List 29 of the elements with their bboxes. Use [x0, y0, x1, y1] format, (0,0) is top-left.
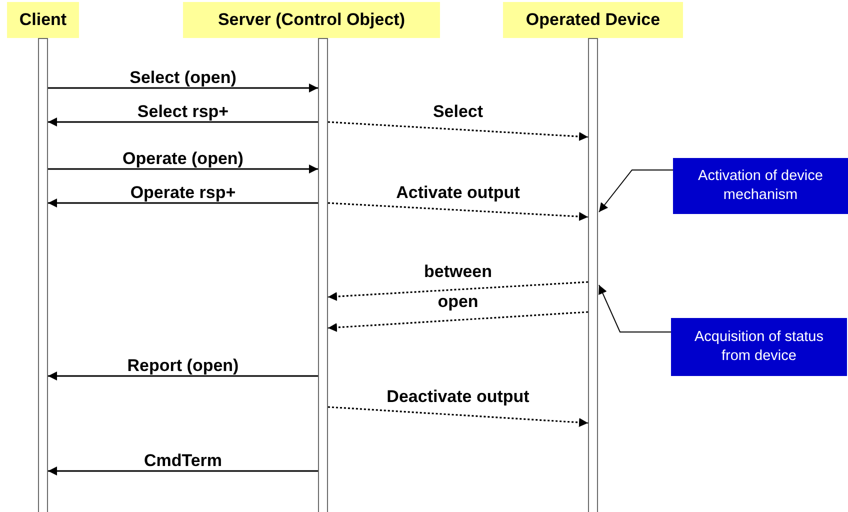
edge-label: Operate rsp+	[128, 184, 238, 201]
message-arrow	[328, 202, 588, 221]
message-arrow	[48, 466, 318, 476]
message-arrow	[48, 198, 318, 208]
message-arrow	[328, 311, 588, 332]
message-arrow	[48, 84, 318, 92]
lifeline-header: Operated Device	[503, 2, 683, 38]
lifeline-header: Server (Control Object)	[183, 2, 440, 38]
edge-label: Operate (open)	[120, 150, 246, 167]
leader-line	[598, 284, 672, 332]
lifeline-bar	[38, 38, 48, 512]
edge-label: Activate output	[394, 184, 522, 201]
edge-label: Report (open)	[125, 357, 241, 374]
callout-box: Activation of device mechanism	[673, 158, 848, 214]
lifeline-bar	[318, 38, 328, 512]
message-arrow	[328, 281, 588, 301]
edge-label: Select	[430, 103, 486, 120]
message-arrow	[328, 406, 588, 427]
message-arrow	[48, 372, 318, 380]
leader-line	[598, 170, 674, 212]
lifeline-bar	[588, 38, 598, 512]
message-arrow	[48, 164, 318, 174]
message-arrow	[328, 121, 588, 141]
edge-label: Select (open)	[128, 69, 238, 86]
edge-label: Select rsp+	[135, 103, 231, 120]
edge-label: Deactivate output	[384, 388, 532, 405]
lifeline-header: Client	[7, 2, 79, 38]
message-arrow	[48, 118, 318, 126]
callout-box: Acquisition of status from device	[671, 318, 847, 376]
